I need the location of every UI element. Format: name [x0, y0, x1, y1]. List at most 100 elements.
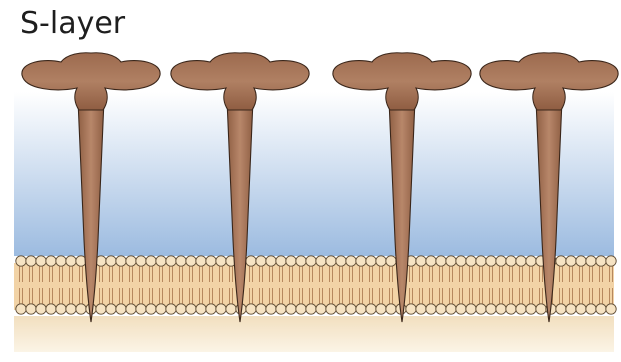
lipid-head-outer: [486, 256, 496, 266]
lipid-head-outer: [126, 256, 136, 266]
lipid-head-outer: [296, 256, 306, 266]
lipid-head-inner: [576, 304, 586, 314]
lipid-head-inner: [466, 304, 476, 314]
lipid-head-inner: [196, 304, 206, 314]
lipid-head-outer: [206, 256, 216, 266]
lipid-head-outer: [176, 256, 186, 266]
lipid-head-outer: [336, 256, 346, 266]
lipid-head-outer: [346, 256, 356, 266]
lipid-head-outer: [306, 256, 316, 266]
lipid-head-inner: [226, 304, 236, 314]
lipid-head-inner: [336, 304, 346, 314]
lipid-head-outer: [516, 256, 526, 266]
lipid-head-outer: [276, 256, 286, 266]
lipid-head-outer: [116, 256, 126, 266]
lipid-head-inner: [376, 304, 386, 314]
lipid-head-inner: [206, 304, 216, 314]
lipid-head-outer: [506, 256, 516, 266]
lipid-head-inner: [306, 304, 316, 314]
lipid-head-inner: [256, 304, 266, 314]
lipid-head-inner: [506, 304, 516, 314]
lipid-head-inner: [146, 304, 156, 314]
lipid-head-inner: [496, 304, 506, 314]
lipid-head-outer: [266, 256, 276, 266]
lipid-head-outer: [586, 256, 596, 266]
lipid-head-inner: [516, 304, 526, 314]
lipid-head-outer: [326, 256, 336, 266]
lipid-head-inner: [186, 304, 196, 314]
lipid-head-inner: [16, 304, 26, 314]
lipid-head-outer: [186, 256, 196, 266]
lipid-head-inner: [596, 304, 606, 314]
lipid-head-outer: [556, 256, 566, 266]
lipid-head-inner: [456, 304, 466, 314]
lipid-head-inner: [346, 304, 356, 314]
lipid-head-inner: [556, 304, 566, 314]
lipid-head-outer: [156, 256, 166, 266]
lipid-head-inner: [126, 304, 136, 314]
lipid-head-outer: [496, 256, 506, 266]
lipid-head-inner: [486, 304, 496, 314]
lipid-head-inner: [136, 304, 146, 314]
lipid-head-inner: [366, 304, 376, 314]
lipid-head-outer: [376, 256, 386, 266]
lipid-head-outer: [136, 256, 146, 266]
lipid-head-inner: [246, 304, 256, 314]
lipid-head-outer: [66, 256, 76, 266]
lipid-head-outer: [566, 256, 576, 266]
lipid-head-outer: [46, 256, 56, 266]
lipid-head-outer: [596, 256, 606, 266]
lipid-head-outer: [456, 256, 466, 266]
lipid-head-outer: [146, 256, 156, 266]
lipid-head-inner: [476, 304, 486, 314]
lipid-head-inner: [106, 304, 116, 314]
lipid-head-inner: [326, 304, 336, 314]
lipid-head-inner: [406, 304, 416, 314]
lipid-head-inner: [316, 304, 326, 314]
lipid-head-inner: [446, 304, 456, 314]
lipid-head-outer: [446, 256, 456, 266]
lipid-head-outer: [216, 256, 226, 266]
lipid-head-outer: [166, 256, 176, 266]
lipid-head-inner: [526, 304, 536, 314]
lipid-head-outer: [56, 256, 66, 266]
lipid-head-inner: [356, 304, 366, 314]
lipid-head-inner: [426, 304, 436, 314]
lipid-head-inner: [116, 304, 126, 314]
lipid-head-outer: [386, 256, 396, 266]
lipid-head-inner: [566, 304, 576, 314]
lipid-head-outer: [476, 256, 486, 266]
lipid-head-inner: [296, 304, 306, 314]
lipid-head-inner: [266, 304, 276, 314]
lipid-head-inner: [416, 304, 426, 314]
lipid-head-outer: [36, 256, 46, 266]
lipid-head-inner: [606, 304, 616, 314]
lipid-head-outer: [426, 256, 436, 266]
lipid-head-inner: [286, 304, 296, 314]
lipid-head-inner: [26, 304, 36, 314]
lipid-head-inner: [586, 304, 596, 314]
lipid-head-inner: [536, 304, 546, 314]
lipid-head-inner: [96, 304, 106, 314]
lipid-head-outer: [246, 256, 256, 266]
lipid-head-outer: [256, 256, 266, 266]
lipid-head-outer: [316, 256, 326, 266]
lipid-head-inner: [156, 304, 166, 314]
cytoplasm: [14, 316, 614, 352]
lipid-head-outer: [606, 256, 616, 266]
lipid-head-inner: [166, 304, 176, 314]
lipid-head-inner: [276, 304, 286, 314]
lipid-head-outer: [286, 256, 296, 266]
lipid-head-outer: [196, 256, 206, 266]
lipid-head-inner: [176, 304, 186, 314]
lipid-head-outer: [26, 256, 36, 266]
lipid-head-inner: [66, 304, 76, 314]
lipid-head-outer: [526, 256, 536, 266]
lipid-head-outer: [416, 256, 426, 266]
membrane-core: [14, 263, 614, 310]
lipid-head-inner: [56, 304, 66, 314]
extracellular-space: [14, 92, 614, 256]
lipid-head-inner: [216, 304, 226, 314]
lipid-head-outer: [16, 256, 26, 266]
